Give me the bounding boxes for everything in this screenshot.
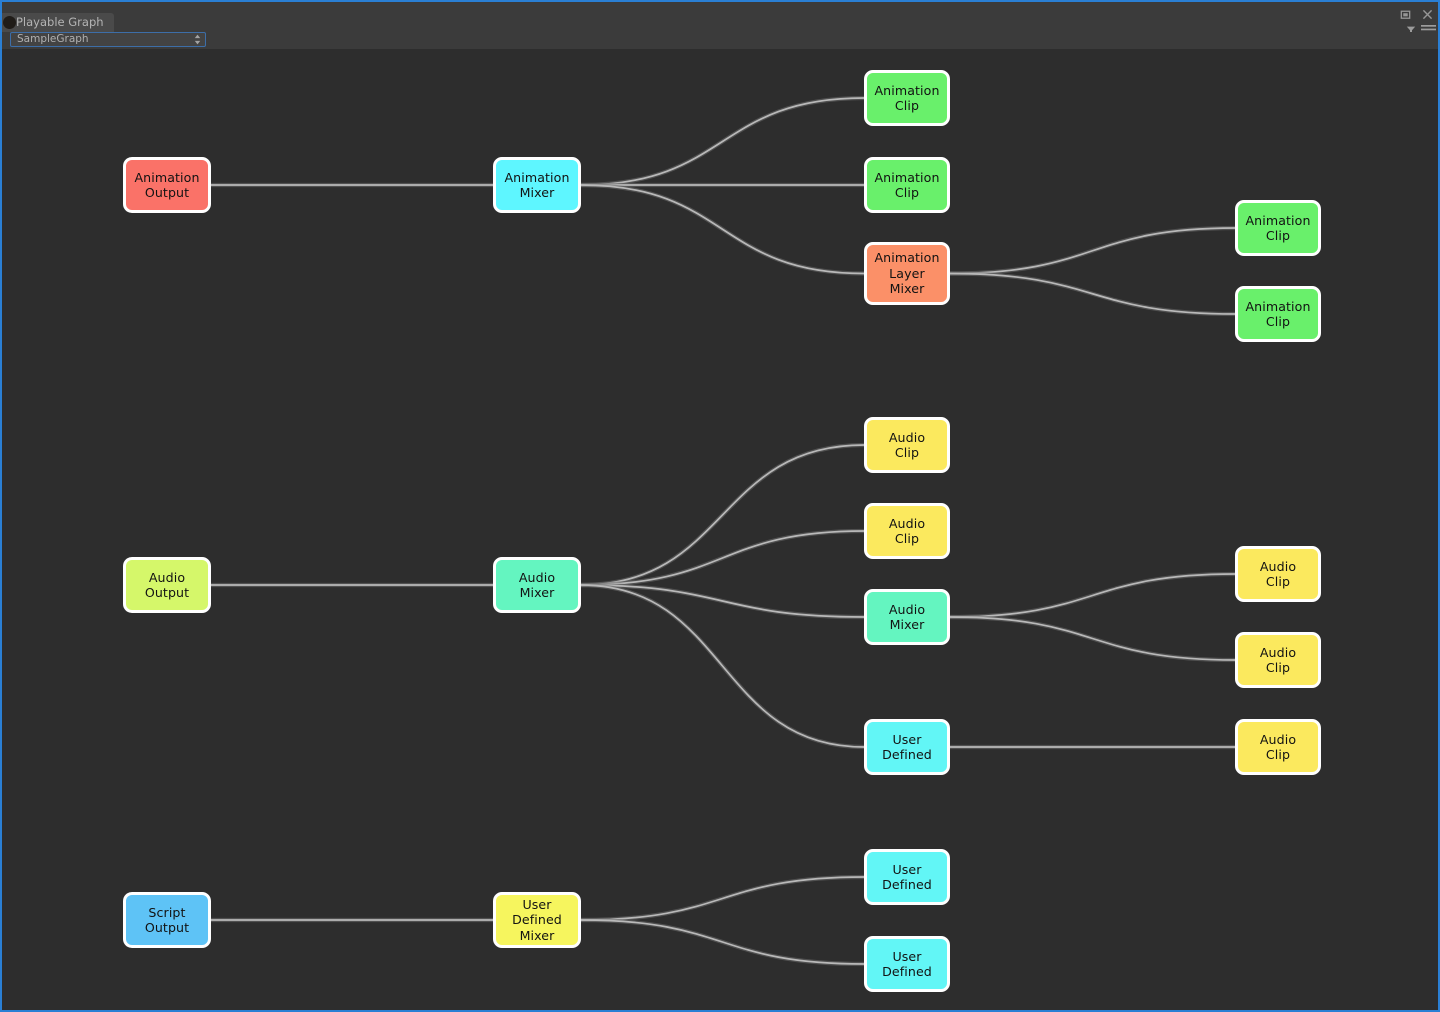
graph-edge	[580, 97, 865, 186]
graph-node-audio-clip[interactable]: Audio Clip	[864, 503, 950, 559]
graph-edge	[580, 184, 865, 275]
graph-node-label: Animation Clip	[1245, 298, 1311, 330]
graph-node-label: User Defined	[882, 948, 932, 980]
graph-edge	[580, 584, 865, 748]
graph-selector-bar: SampleGraph	[2, 32, 1438, 49]
window-buttons	[1399, 8, 1434, 21]
maximize-icon[interactable]	[1399, 8, 1412, 21]
graph-node-audio-mixer[interactable]: Audio Mixer	[493, 557, 581, 613]
graph-node-label: Audio Mixer	[518, 569, 556, 601]
graph-node-animation-clip[interactable]: Animation Clip	[1235, 286, 1321, 342]
graph-edge	[580, 919, 865, 965]
graph-node-animation-layer-mixer[interactable]: Animation Layer Mixer	[864, 242, 950, 305]
graph-node-label: User Defined	[882, 861, 932, 893]
graph-node-audio-output[interactable]: Audio Output	[123, 557, 211, 613]
graph-node-label: Audio Output	[144, 569, 190, 601]
graph-node-label: Audio Clip	[888, 429, 926, 461]
window-titlebar: Playable Graph	[2, 2, 1438, 35]
graph-node-user-defined[interactable]: User Defined	[864, 719, 950, 775]
graph-select-value: SampleGraph	[17, 33, 89, 45]
graph-node-label: Animation Clip	[874, 82, 940, 114]
graph-node-label: Script Output	[144, 904, 190, 936]
close-icon[interactable]	[1421, 8, 1434, 21]
graph-node-label: User Defined	[882, 731, 932, 763]
graph-node-label: Audio Clip	[888, 515, 926, 547]
graph-edge	[949, 573, 1236, 618]
tab-playable-graph[interactable]: Playable Graph	[2, 13, 114, 32]
graph-edge	[580, 444, 865, 586]
graph-node-audio-clip[interactable]: Audio Clip	[1235, 719, 1321, 775]
graph-node-audio-clip[interactable]: Audio Clip	[864, 417, 950, 473]
graph-node-label: Audio Mixer	[888, 601, 926, 633]
graph-select-dropdown[interactable]: SampleGraph	[10, 32, 206, 47]
graph-node-user-defined[interactable]: User Defined	[864, 936, 950, 992]
graph-node-label: Animation Mixer	[504, 169, 570, 201]
graph-node-audio-mixer[interactable]: Audio Mixer	[864, 589, 950, 645]
graph-edge	[580, 530, 865, 586]
graph-node-label: Animation Output	[134, 169, 200, 201]
graph-node-label: User Defined Mixer	[512, 896, 562, 943]
graph-node-animation-mixer[interactable]: Animation Mixer	[493, 157, 581, 213]
graph-edge	[949, 272, 1236, 315]
graph-node-animation-output[interactable]: Animation Output	[123, 157, 211, 213]
graph-node-audio-clip[interactable]: Audio Clip	[1235, 632, 1321, 688]
graph-node-label: Animation Clip	[874, 169, 940, 201]
updown-arrows-icon	[194, 34, 201, 45]
tab-label: Playable Graph	[16, 15, 104, 29]
graph-node-label: Audio Clip	[1259, 558, 1297, 590]
graph-edge	[949, 616, 1236, 661]
graph-node-label: Audio Clip	[1259, 731, 1297, 763]
graph-node-animation-clip[interactable]: Animation Clip	[864, 157, 950, 213]
graph-node-animation-clip[interactable]: Animation Clip	[1235, 200, 1321, 256]
graph-node-label: Animation Clip	[1245, 212, 1311, 244]
graph-edge	[949, 227, 1236, 275]
graph-node-audio-clip[interactable]: Audio Clip	[1235, 546, 1321, 602]
graph-node-script-output[interactable]: Script Output	[123, 892, 211, 948]
graph-edge	[580, 876, 865, 921]
graph-edge	[580, 584, 865, 618]
graph-node-label: Audio Clip	[1259, 644, 1297, 676]
graph-node-user-defined[interactable]: User Defined	[864, 849, 950, 905]
filter-icon[interactable]	[1406, 25, 1416, 35]
graph-node-label: Animation Layer Mixer	[874, 250, 940, 297]
graph-node-animation-clip[interactable]: Animation Clip	[864, 70, 950, 126]
circle-dot-icon	[3, 16, 16, 29]
graph-edges-layer	[208, 95, 1238, 967]
graph-node-user-defined-mixer[interactable]: User Defined Mixer	[493, 892, 581, 948]
